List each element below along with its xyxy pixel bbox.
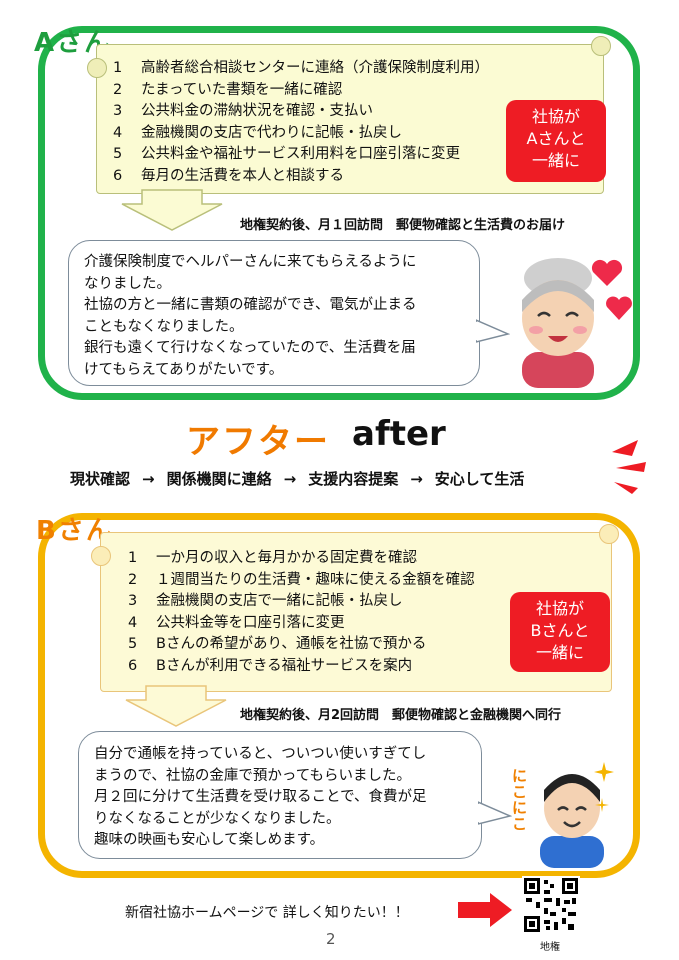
page-number: 2 xyxy=(326,930,336,948)
down-arrow-icon xyxy=(125,685,227,727)
section-a-comment: 介護保険制度でヘルパーさんに来てもらえるように なりました。 社協の方と一緒に書… xyxy=(84,254,417,378)
bubble-tail xyxy=(476,319,510,343)
bubble-tail xyxy=(478,801,512,825)
sparkle-icon xyxy=(594,762,614,812)
section-b-frame xyxy=(38,513,640,878)
section-b-note: 地権契約後、月2回訪問 郵便物確認と金融機関へ同行 xyxy=(240,708,562,723)
section-b-badge: 社協が Bさんと 一緒に xyxy=(510,592,610,672)
flow-step: 支援内容提案 xyxy=(308,470,399,488)
section-b-comment-bubble xyxy=(78,731,482,859)
footer-text: 新宿社協ホームページで 詳しく知りたい！！ xyxy=(125,905,409,921)
flow-arrow: → xyxy=(283,470,297,488)
section-a-frame xyxy=(38,26,640,400)
sparkle-icon xyxy=(612,440,646,494)
scroll-curl-icon xyxy=(87,58,107,78)
elderly-woman-icon xyxy=(522,258,594,388)
flow-step: 安心して生活 xyxy=(434,470,525,488)
down-arrow-icon xyxy=(121,189,223,231)
section-a-comment-bubble xyxy=(68,240,480,386)
section-a-badge: 社協が Aさんと 一緒に xyxy=(506,100,606,182)
flow-step: 現状確認 xyxy=(70,470,131,488)
qr-code-icon[interactable] xyxy=(522,876,580,934)
after-label-en: after xyxy=(352,414,446,454)
section-b-comment: 自分で通帳を持っていると、ついつい使いすぎてし まうので、社協の金庫で預かっても… xyxy=(94,746,427,848)
flow-arrow: → xyxy=(410,470,423,488)
heart-icon xyxy=(606,296,632,320)
scroll-curl-icon xyxy=(599,524,619,544)
scroll-curl-icon xyxy=(91,546,111,566)
red-arrow-icon xyxy=(458,893,512,927)
scroll-curl-icon xyxy=(591,36,611,56)
section-a-note: 地権契約後、月１回訪問 郵便物確認と生活費のお届け xyxy=(240,218,566,233)
section-b-title: Bさん xyxy=(36,516,114,546)
qr-label: 地権 xyxy=(540,942,560,953)
flow-step: 関係機関に連絡 xyxy=(166,470,272,488)
support-flow: 現状確認 → 関係機関に連絡 → 支援内容提案 → 安心して生活 xyxy=(70,468,524,489)
nikoniko-text: にこにこ xyxy=(512,767,528,833)
flow-arrow: → xyxy=(142,470,155,488)
smiling-man-icon xyxy=(540,774,604,868)
after-label-ja: アフター xyxy=(186,422,330,462)
heart-icon xyxy=(591,259,623,286)
